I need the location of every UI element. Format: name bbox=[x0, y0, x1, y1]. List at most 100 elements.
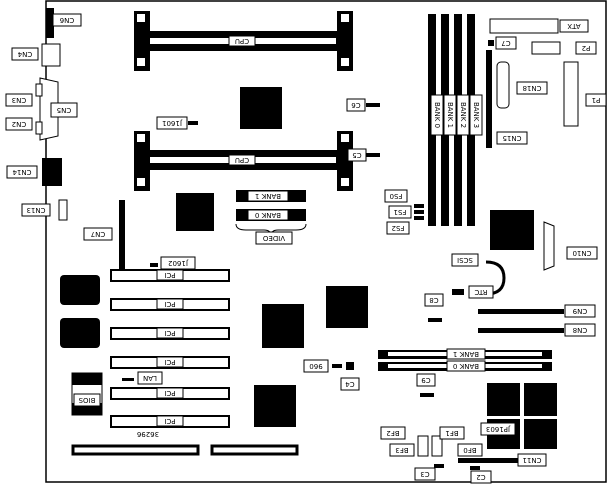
chip-center-1 bbox=[262, 304, 304, 348]
svg-text:FS1: FS1 bbox=[394, 208, 407, 216]
fs-jumpers: FS0 FS1 FS2 bbox=[384, 189, 424, 235]
chip-right bbox=[490, 210, 534, 250]
svg-text:PCI: PCI bbox=[164, 271, 175, 279]
svg-text:PCI: PCI bbox=[164, 329, 175, 337]
bios-chip: BIOS bbox=[71, 372, 103, 416]
svg-text:P1: P1 bbox=[592, 96, 601, 104]
svg-text:BANK 1: BANK 1 bbox=[255, 192, 281, 200]
svg-text:CN10: CN10 bbox=[572, 249, 591, 257]
chip-left-upper bbox=[60, 275, 100, 305]
simm-sockets: BANK 0 BANK 1 BANK 2 BANK 3 bbox=[428, 14, 483, 226]
c3-jumper: C3 bbox=[414, 464, 444, 481]
pci-slot-2: PCI bbox=[110, 298, 230, 311]
svg-text:C6: C6 bbox=[351, 101, 361, 109]
svg-text:CN9: CN9 bbox=[573, 307, 588, 315]
memory-bank-0: BANK 0 bbox=[378, 360, 552, 372]
cn6-connector: CN6 bbox=[46, 8, 82, 38]
svg-text:CN3: CN3 bbox=[12, 96, 27, 104]
bf-jumpers: BF2 BF1 BF3 BF0 JP1603 bbox=[380, 422, 516, 457]
cn4-connector: CN4 bbox=[11, 43, 61, 67]
p1-connector: P1 bbox=[563, 61, 607, 127]
svg-text:CN13: CN13 bbox=[26, 206, 45, 214]
svg-text:JP1603: JP1603 bbox=[486, 425, 511, 433]
cn13-connector: CN13 bbox=[21, 199, 68, 221]
pci-slot-1: PCI bbox=[110, 269, 230, 282]
svg-text:CN11: CN11 bbox=[522, 456, 541, 464]
svg-text:J1602: J1602 bbox=[168, 259, 189, 267]
chip-center-2 bbox=[326, 286, 368, 328]
svg-text:BANK 1: BANK 1 bbox=[453, 350, 479, 358]
svg-text:LAN: LAN bbox=[143, 374, 157, 382]
cn15-header: CN15 bbox=[486, 50, 528, 148]
parallel-port: CN5 CN3 CN2 bbox=[5, 77, 78, 141]
j1601-jumper: J1601 bbox=[156, 116, 198, 130]
svg-text:C5: C5 bbox=[352, 151, 361, 159]
svg-text:VIDEO: VIDEO bbox=[262, 234, 285, 242]
svg-text:P2: P2 bbox=[582, 44, 591, 52]
chip-bottom-right-4 bbox=[524, 419, 557, 449]
svg-text:PCI: PCI bbox=[164, 417, 175, 425]
lan-jumper: LAN bbox=[122, 371, 163, 385]
cn14-connector: CN14 bbox=[6, 158, 62, 186]
svg-text:PCI: PCI bbox=[164, 358, 175, 366]
c7-jumper: C7 bbox=[488, 36, 517, 50]
scsi-rtc: SCSI RTC bbox=[451, 253, 506, 299]
c2-jumper: C2 bbox=[470, 466, 492, 484]
c8-jumper: C8 bbox=[424, 293, 444, 322]
svg-text:CN18: CN18 bbox=[522, 84, 541, 92]
pci-slot-5: PCI bbox=[110, 387, 230, 400]
video-memory: BANK 1 BANK 0 VIDEO bbox=[235, 190, 307, 245]
cn9-header: CN9 bbox=[478, 304, 596, 318]
cpu-slot-1: CPU bbox=[134, 11, 353, 71]
chip-bottom-right-1 bbox=[487, 383, 520, 416]
cpu-label-1: CPU bbox=[235, 37, 249, 45]
svg-text:CN8: CN8 bbox=[573, 326, 588, 334]
svg-text:CN15: CN15 bbox=[502, 134, 521, 142]
simm-bank-2: BANK 2 bbox=[459, 102, 467, 128]
svg-text:CN14: CN14 bbox=[12, 168, 32, 176]
c4-jumper: C4 bbox=[340, 362, 360, 391]
cn10-connector: CN10 bbox=[543, 221, 598, 271]
p2-connector: P2 bbox=[531, 41, 597, 55]
chip-center-3 bbox=[254, 385, 296, 427]
svg-text:C9: C9 bbox=[421, 376, 430, 384]
svg-text:FS0: FS0 bbox=[390, 192, 403, 200]
svg-text:SCSI: SCSI bbox=[457, 256, 473, 264]
chip-bottom-right-2 bbox=[524, 383, 557, 416]
svg-text:BF2: BF2 bbox=[386, 429, 399, 437]
isa-slot-2 bbox=[210, 444, 299, 456]
svg-text:CN5: CN5 bbox=[57, 106, 72, 114]
chip-left-lower bbox=[60, 318, 100, 348]
simm-bank-0: BANK 0 bbox=[433, 102, 441, 128]
board-outline bbox=[45, 0, 607, 483]
j1602-jumper: J1602 bbox=[150, 256, 196, 270]
simm-bank-3: BANK 3 bbox=[472, 102, 480, 128]
svg-text:C8: C8 bbox=[429, 296, 438, 304]
cn11-header: CN11 bbox=[458, 453, 547, 467]
svg-text:C3: C3 bbox=[420, 470, 429, 478]
svg-text:PCI: PCI bbox=[164, 389, 175, 397]
c6-jumper: C6 bbox=[346, 98, 380, 112]
svg-text:960: 960 bbox=[309, 362, 322, 370]
isa-slot-1 bbox=[71, 444, 200, 456]
cn7-header: CN7 bbox=[83, 200, 125, 280]
svg-text:PCI: PCI bbox=[164, 300, 175, 308]
memory-bank-1: BANK 1 bbox=[378, 348, 552, 360]
svg-text:CN4: CN4 bbox=[17, 50, 32, 58]
svg-text:BANK 0: BANK 0 bbox=[255, 211, 281, 219]
svg-text:BIOS: BIOS bbox=[78, 396, 95, 404]
cn8-header: CN8 bbox=[478, 323, 596, 337]
svg-text:FS2: FS2 bbox=[392, 224, 405, 232]
cn18-connector: CN18 bbox=[496, 61, 548, 109]
svg-text:J1601: J1601 bbox=[162, 119, 183, 127]
svg-text:BF0: BF0 bbox=[463, 446, 476, 454]
svg-text:CN7: CN7 bbox=[91, 230, 106, 238]
part-number: 36296 bbox=[136, 430, 159, 438]
svg-text:C2: C2 bbox=[476, 473, 485, 481]
simm-bank-1: BANK 1 bbox=[446, 102, 454, 128]
pci-slot-6: PCI bbox=[110, 415, 230, 428]
cpu-label-2: CPU bbox=[235, 156, 249, 164]
c5-jumper: C5 bbox=[347, 148, 380, 162]
cpu-slot-2: CPU bbox=[134, 131, 353, 191]
